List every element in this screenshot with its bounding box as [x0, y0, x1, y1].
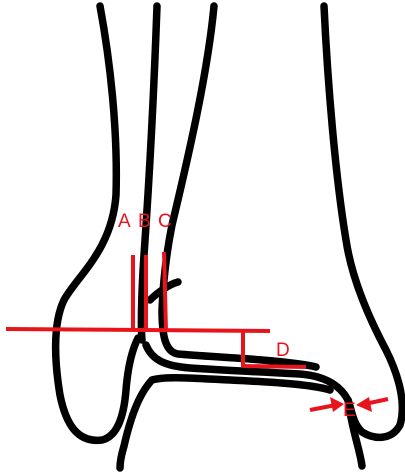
tibia-lateral-outline [162, 6, 316, 367]
line-d-horizontal [243, 366, 306, 367]
label-a: A [118, 211, 131, 232]
talus-body-outline [120, 378, 362, 468]
label-c: C [158, 211, 172, 232]
arrow-e-right-head [356, 397, 372, 412]
medial-malleolus-outline [324, 6, 402, 437]
line-c [164, 252, 166, 331]
bone-outlines [56, 6, 403, 468]
arrow-e-left-head [330, 397, 344, 412]
label-b: B [138, 211, 151, 232]
tibia-medial-outline [141, 6, 157, 340]
label-d: D [276, 340, 290, 361]
label-e: E [343, 400, 356, 421]
reference-horizontal-line [6, 329, 270, 331]
